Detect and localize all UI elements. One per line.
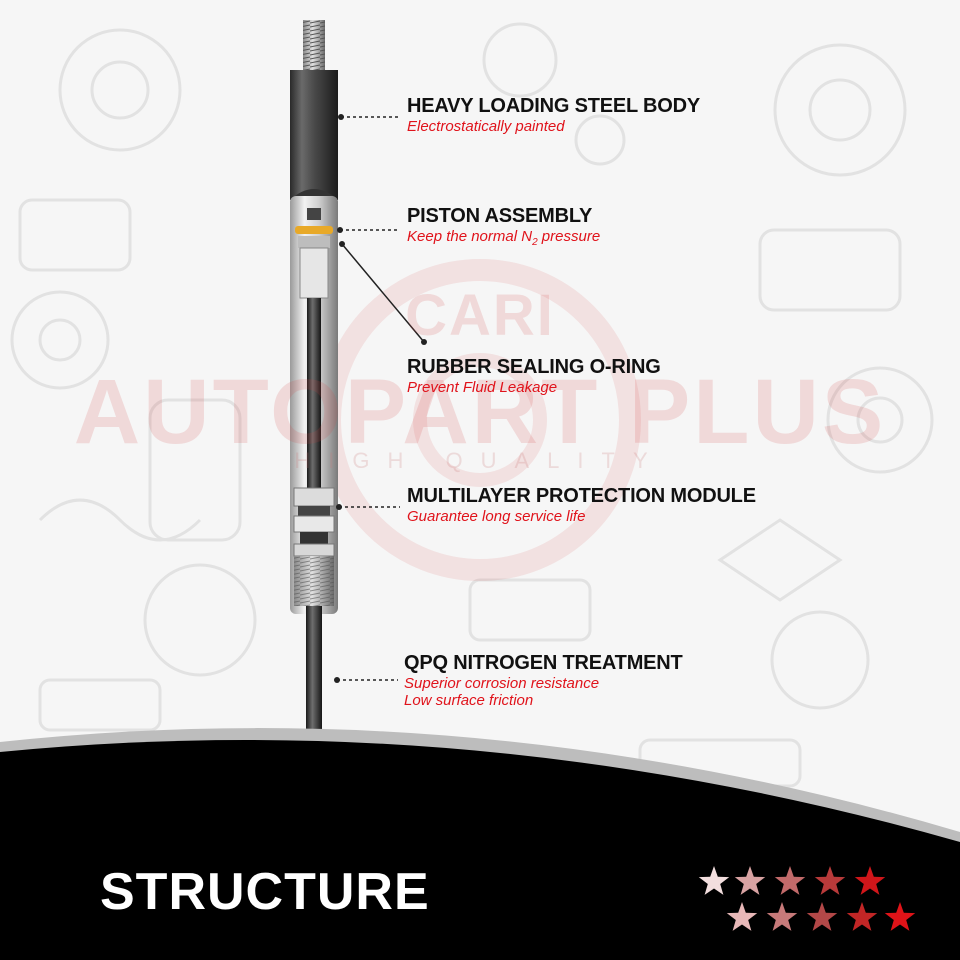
feature-steel-body: HEAVY LOADING STEEL BODY Electrostatical…	[407, 94, 700, 135]
footer-title: STRUCTURE	[100, 863, 430, 921]
o-ring	[295, 226, 333, 234]
feature-title: PISTON ASSEMBLY	[407, 205, 593, 227]
feature-subtitle-line2: Low surface friction	[404, 692, 534, 709]
feature-title: HEAVY LOADING STEEL BODY	[407, 95, 701, 117]
star-icon	[774, 866, 806, 895]
footer-band	[0, 739, 960, 960]
feature-subtitle: Keep the normal N2 pressure	[407, 228, 601, 248]
callout-lines	[334, 114, 427, 683]
star-icon	[814, 866, 846, 895]
star-icon	[806, 902, 838, 931]
steel-body	[290, 70, 338, 200]
feature-protection-module: MULTILAYER PROTECTION MODULE Guarantee l…	[407, 484, 756, 525]
star-icon	[884, 902, 916, 931]
inner-rod	[307, 298, 321, 488]
star-icon	[734, 866, 766, 895]
star-icon	[846, 902, 878, 931]
feature-o-ring: RUBBER SEALING O-RING Prevent Fluid Leak…	[407, 355, 661, 396]
star-icon	[854, 866, 886, 895]
star-icon	[698, 866, 730, 895]
feature-title: RUBBER SEALING O-RING	[407, 356, 661, 378]
feature-title: QPQ NITROGEN TREATMENT	[404, 652, 683, 674]
feature-subtitle-line1: Superior corrosion resistance	[404, 675, 600, 692]
star-icon	[726, 902, 758, 931]
rating-stars	[698, 866, 916, 931]
feature-subtitle: Electrostatically painted	[407, 118, 565, 135]
feature-title: MULTILAYER PROTECTION MODULE	[407, 485, 756, 507]
piston-rod	[306, 606, 322, 746]
feature-subtitle: Prevent Fluid Leakage	[407, 379, 558, 396]
feature-piston-assembly: PISTON ASSEMBLY Keep the normal N2 press…	[407, 204, 600, 251]
gear-watermark-icon	[319, 259, 641, 581]
protection-module	[293, 487, 335, 507]
feature-subtitle: Guarantee long service life	[407, 508, 586, 525]
star-icon	[766, 902, 798, 931]
feature-qpq-treatment: QPQ NITROGEN TREATMENT Superior corrosio…	[404, 651, 683, 709]
callout-line-oring	[341, 243, 425, 343]
gas-spring-illustration	[290, 20, 338, 782]
